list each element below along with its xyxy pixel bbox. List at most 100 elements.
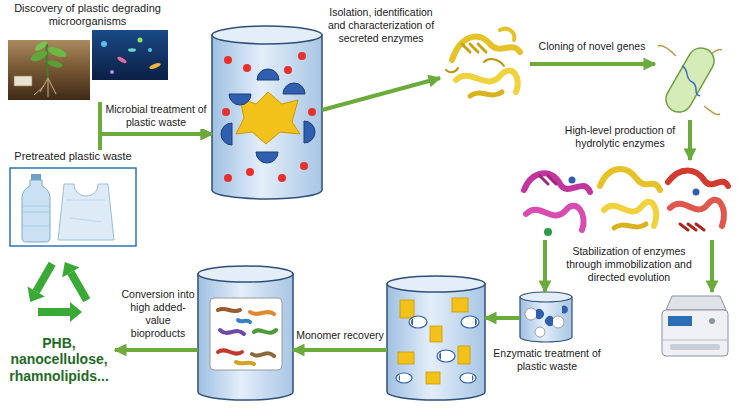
enzymatic-reactor: [398, 352, 414, 364]
enzymatic-reactor: [461, 316, 479, 328]
bacterium-node: [655, 38, 725, 120]
plastic-waste-picture: [58, 184, 114, 240]
bioreactor: [308, 108, 316, 116]
node-text: Discovery of plastic degrading microorga…: [5, 2, 170, 28]
immobilization-reactor: [520, 297, 572, 342]
bioreactor: [224, 56, 232, 64]
bacterium-cell: [661, 43, 719, 117]
node-text: Pretreated plastic waste: [3, 150, 143, 163]
flow-arrow: [322, 78, 440, 110]
recycle-symbol: [33, 262, 56, 294]
pcr-machine: [668, 316, 692, 326]
enzyme-structure: [500, 29, 514, 40]
fermentation-reactor: [218, 309, 276, 364]
pcr-machine: [670, 344, 720, 350]
edge-label: Enzymatic treatment of plastic waste: [488, 347, 606, 373]
edge-label: Stabilization of enzymes through immobil…: [556, 245, 702, 284]
enzyme-node: [440, 18, 530, 103]
enzyme-structure: [462, 44, 486, 52]
ocean-photo: [138, 38, 143, 43]
recycle-symbol: [56, 257, 95, 305]
ocean-photo: [101, 41, 107, 47]
enzyme-structures: [668, 171, 728, 187]
ocean-photo: [117, 56, 128, 64]
enzyme-structures: [526, 206, 584, 230]
fermentation-node: [198, 265, 293, 400]
enzymatic-reactor: [460, 373, 476, 383]
immobilization-reactor: [520, 292, 572, 302]
soil-plant-photo: [46, 59, 63, 69]
bioreactor: [246, 168, 254, 176]
pcr-machine: [709, 318, 715, 324]
immobilization-reactor: [525, 308, 564, 337]
recycle-symbol: [22, 259, 61, 307]
plastic-waste-picture: [10, 168, 136, 246]
fermentation-reactor: [252, 353, 274, 356]
flow-arrow: [688, 120, 692, 160]
recycle-symbol: [22, 287, 45, 307]
enzymatic-reactor: [387, 276, 485, 292]
enzyme-structures: [540, 176, 556, 184]
node-text: PHB, nanocellulose, rhamnolipids...: [3, 335, 115, 385]
enzyme-structures: [670, 200, 724, 226]
enzymatic-reactor: [399, 318, 477, 381]
soil-plant-photo: [8, 40, 90, 100]
waste-panel: Pretreated plastic waste: [3, 150, 143, 248]
enzyme-structures: [600, 169, 660, 190]
enzymatic-reactor: [409, 316, 427, 328]
flow-arrow: [115, 348, 198, 352]
enzyme-structures: [604, 202, 656, 226]
enzymatic-reactor: [439, 352, 441, 360]
flow-arrow: [543, 240, 547, 292]
bioreactor: [221, 123, 232, 145]
recycle-symbol: [56, 257, 79, 277]
enzyme-structure: [456, 71, 518, 92]
bioreactor: [222, 108, 230, 116]
plastic-waste-picture: [22, 206, 50, 226]
bioreactor: [298, 52, 306, 60]
bioreactor: [243, 64, 251, 72]
enzyme-structures: [680, 224, 704, 230]
enzymatic-reactor: [458, 346, 470, 364]
flow-arrow: [100, 134, 212, 150]
fermentation-reactor: [238, 320, 250, 322]
enzymatic-reactor: [396, 316, 479, 383]
enzymatic-reactor: [399, 375, 400, 381]
edge-label: Microbial treatment of plastic waste: [104, 103, 208, 129]
immobilization-reactor: [520, 292, 572, 342]
enzymatic-reactor: [430, 326, 442, 342]
ocean-photo: [148, 48, 152, 52]
bioreactor: [212, 35, 322, 199]
bioreactor: [229, 94, 251, 105]
enzyme-structures: [614, 224, 646, 228]
pcr-machine: [662, 296, 728, 356]
enzymatic-reactor: [398, 298, 470, 384]
plastic-waste-picture: [10, 168, 136, 246]
bioreactor: [300, 162, 308, 170]
edge-label: Conversion into high added-value bioprod…: [119, 288, 197, 340]
fermentation-reactor: [198, 274, 293, 400]
bioreactor: [283, 83, 305, 94]
photo-panel: Discovery of plastic degrading microorga…: [5, 2, 170, 102]
bioreactor: [256, 152, 278, 163]
pcr-machine: [662, 340, 728, 341]
immobilization-reactor: [536, 306, 568, 326]
bioreactor: [257, 69, 279, 80]
edge-label: High-level production of hydrolytic enzy…: [560, 124, 680, 150]
plastic-waste-picture: [66, 200, 106, 222]
recycle-symbol: [38, 308, 70, 316]
pcr-machine: [666, 296, 726, 310]
ocean-photo: [149, 62, 162, 70]
recycle-symbol: [70, 302, 82, 322]
flow-arrow: [100, 102, 212, 134]
soil-plant-photo: [14, 76, 32, 86]
enzymatic-reactor: [400, 300, 414, 318]
plastic-waste-picture: [22, 180, 50, 242]
bioreactor: [212, 26, 322, 199]
enzyme-structures: [524, 173, 590, 192]
recycle-symbol: [22, 257, 96, 322]
enzyme-structure: [446, 59, 504, 72]
edge-label: Monomer recovery: [295, 329, 385, 342]
immobilization-reactor: [525, 308, 537, 320]
enzymatic-reactor-node: [387, 275, 485, 400]
